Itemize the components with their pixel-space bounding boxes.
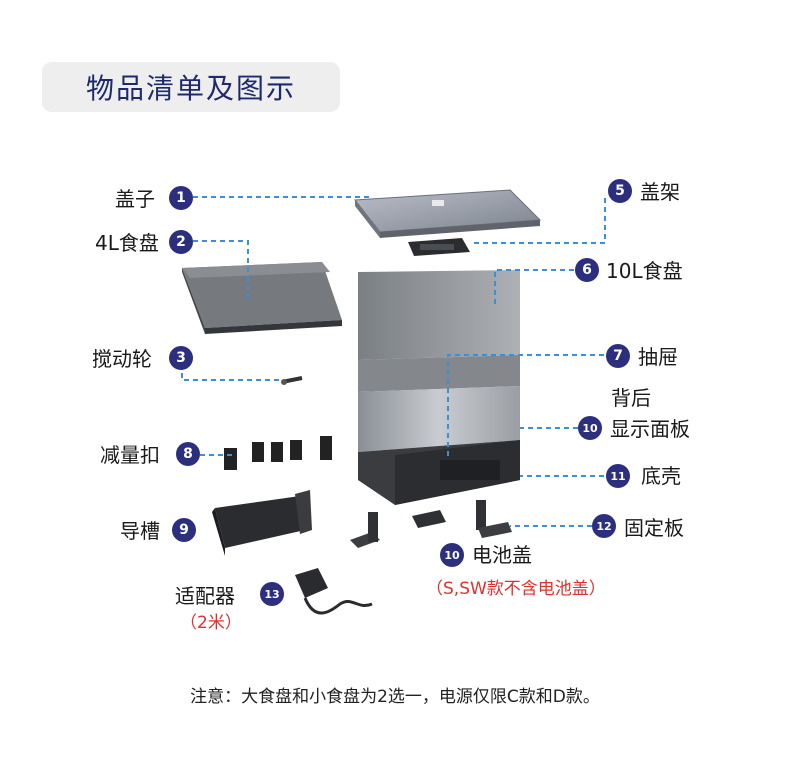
reducer-buckles-part [224,436,332,470]
label-lid: 盖子 [115,187,155,211]
badge-7: 7 [606,344,630,368]
badge-10-battery: 10 [440,543,464,567]
leader-lines [181,196,606,527]
stirring-wheel-part [281,376,303,385]
page-title: 物品清单及图示 [85,72,296,105]
label-fixing-plate: 固定板 [624,516,684,540]
adapter-length: （2米） [180,613,242,633]
battery-cover-note: （S,SW款不含电池盖） [426,579,606,599]
lid-holder-part [408,238,470,256]
label-lid-holder: 盖架 [640,180,680,204]
lid-part [354,189,542,238]
badge-12: 12 [592,514,616,538]
guide-slot-part [212,490,312,556]
label-bottom-shell: 底壳 [641,464,681,488]
label-display-panel: 显示面板 [610,417,690,441]
label-large-tray: 10L食盘 [606,259,683,283]
small-tray-part [182,262,342,334]
label-battery-cover: 电池盖 [472,543,532,567]
badge-5: 5 [608,179,632,203]
title-banner: 物品清单及图示 [42,62,340,112]
badge-8: 8 [176,442,200,466]
label-guide-slot: 导槽 [120,519,160,543]
main-body-part [358,270,520,505]
badge-3: 3 [169,346,193,370]
badge-1: 1 [169,186,193,210]
badge-2: 2 [169,230,193,254]
label-small-tray: 4L食盘 [95,231,159,255]
badge-13: 13 [260,582,284,606]
badge-6: 6 [575,258,599,282]
label-reducer-buckle: 减量扣 [100,443,160,467]
badge-11: 11 [606,464,630,488]
label-drawer: 抽屉 [638,345,678,369]
adapter-part [295,568,373,615]
badge-10-display: 10 [578,416,602,440]
badge-9: 9 [172,518,196,542]
label-back-side: 背后 [611,386,651,410]
footer-note: 注意：大食盘和小食盘为2选一，电源仅限C款和D款。 [190,687,600,707]
label-adapter: 适配器 [175,584,235,608]
fixing-plates-part [350,500,512,548]
label-stirring-wheel: 搅动轮 [92,347,152,371]
